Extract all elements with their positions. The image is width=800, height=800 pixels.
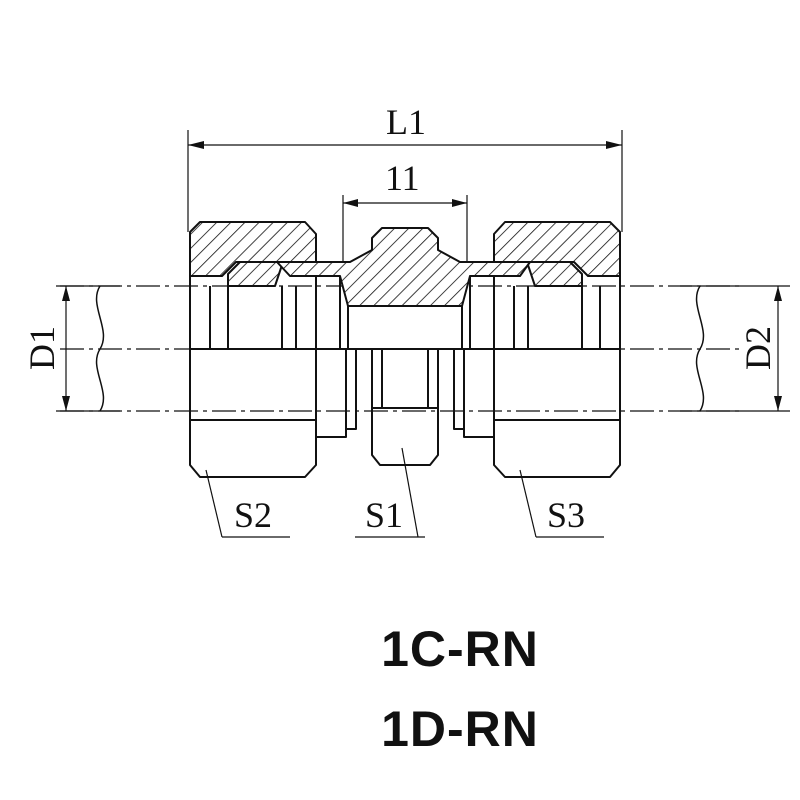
dimension-label-d2: D2: [738, 326, 778, 370]
right-nut: [493, 221, 621, 478]
leader-s1: [355, 447, 425, 538]
wrench-label-s1: S1: [365, 495, 403, 535]
leader-s3: [519, 469, 604, 538]
dimension-label-l1: L1: [386, 102, 426, 142]
wrench-label-s3: S3: [547, 495, 585, 535]
wrench-label-s2: S2: [234, 495, 272, 535]
left-olive: [227, 261, 284, 287]
dimension-l1: L1: [187, 102, 623, 232]
dimension-d1: D1: [22, 285, 120, 412]
lower-body: [315, 348, 495, 466]
part-code-1: 1C-RN: [381, 621, 539, 677]
dimension-d2: D2: [680, 285, 790, 412]
dimension-label-body-length: 11: [385, 158, 420, 198]
left-tube: [95, 285, 105, 412]
central-body: [276, 227, 531, 350]
dimension-label-d1: D1: [22, 326, 62, 370]
part-code-2: 1D-RN: [381, 701, 539, 757]
leader-s2: [205, 469, 290, 538]
left-nut: [189, 221, 317, 478]
dimension-body-length: 11: [342, 158, 468, 262]
right-olive: [526, 261, 583, 287]
right-tube: [695, 285, 705, 412]
